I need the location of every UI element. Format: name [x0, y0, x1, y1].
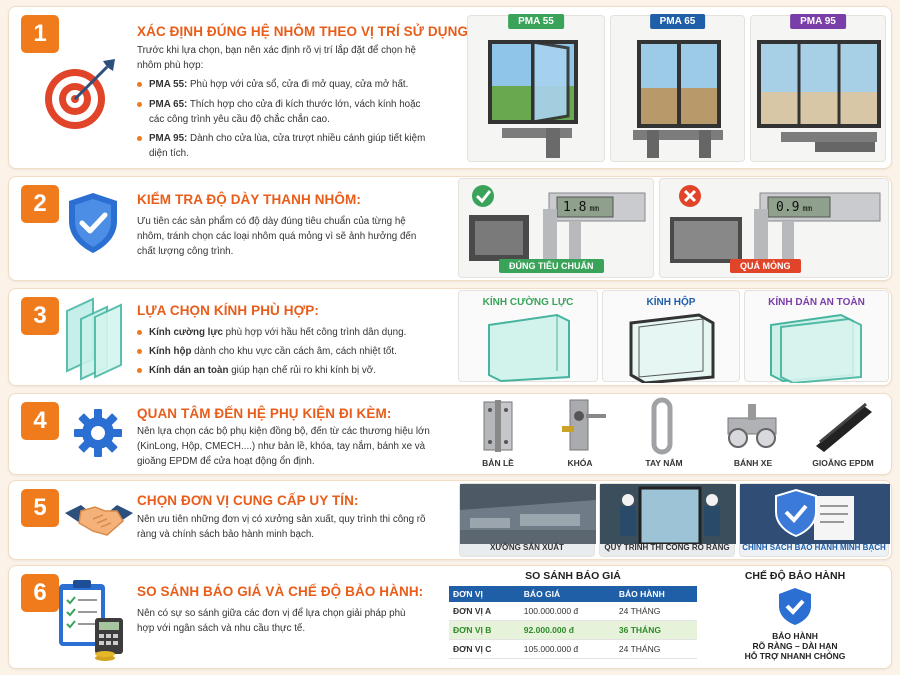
section-5: 5 CHỌN ĐƠN VỊ CUNG CẤP UY TÍN: Nên ưu ti…	[8, 480, 892, 560]
price-comparison: SO SÁNH BÁO GIÁ ĐƠN VỊ BÁO GIÁ BẢO HÀNH …	[449, 568, 697, 666]
section-body: Kính cường lực phù hợp với hầu hết công …	[137, 321, 437, 379]
shield-check-icon	[65, 191, 121, 260]
glass-panes-icon	[63, 297, 129, 388]
section-title: XÁC ĐỊNH ĐÚNG HỆ NHÔM THEO VỊ TRÍ SỬ DỤN…	[137, 24, 473, 39]
step-number-6: 6	[21, 574, 59, 612]
pma65-card: PMA 65	[610, 14, 745, 162]
section-body: Nên lựa chọn các bộ phụ kiện đồng bộ, đế…	[137, 426, 430, 468]
table-title: SO SÁNH BÁO GIÁ	[525, 570, 621, 582]
check-icon	[472, 185, 494, 207]
glass-card-insulated: KÍNH HỘP	[602, 290, 740, 383]
warranty-line: HỖ TRỢ NHANH CHÓNG	[744, 651, 846, 662]
section-4: 4 QUAN TÂM ĐẾN HỆ PHỤ KIỆN ĐI KÈM: Nên l…	[8, 393, 892, 475]
warranty-policy-card: CHÍNH SÁCH BẢO HÀNH MINH BẠCH	[739, 483, 890, 557]
step-number-5: 5	[21, 489, 59, 527]
handle-item: TAY NẮM	[624, 396, 704, 472]
section-body: Nên ưu tiên những đơn vị có xưởng sản xu…	[137, 514, 426, 541]
roller-item: BÁNH XE	[710, 396, 796, 472]
warranty-box: CHẾ ĐỘ BẢO HÀNH BẢO HÀNH RÕ RÀNG – DÀI H…	[703, 568, 887, 666]
section-1: 1 XÁC ĐỊNH ĐÚNG HỆ NHÔM THEO VỊ TRÍ SỬ D…	[8, 6, 892, 169]
shield-icon	[775, 488, 817, 538]
pma55-window-image	[488, 40, 578, 158]
handshake-icon	[63, 497, 135, 548]
pma-tag: PMA 55	[508, 14, 564, 29]
section-title: CHỌN ĐƠN VỊ CUNG CẤP UY TÍN:	[137, 493, 359, 508]
section-title: KIỂM TRA ĐỘ DÀY THANH NHÔM:	[137, 192, 361, 207]
list-item: PMA 95: Dành cho cửa lùa, cửa trượt nhiề…	[137, 131, 437, 161]
target-icon	[39, 55, 119, 140]
gear-icon	[73, 408, 123, 463]
section-2: 2 KIỂM TRA ĐỘ DÀY THANH NHÔM: Ưu tiên cá…	[8, 176, 892, 281]
installation-photo: QUY TRÌNH THI CÔNG RÕ RÀNG	[599, 483, 736, 557]
step-number-4: 4	[21, 402, 59, 440]
step-number-3: 3	[21, 297, 59, 335]
section-title: SO SÁNH BÁO GIÁ VÀ CHẾ ĐỘ BẢO HÀNH:	[137, 584, 424, 599]
hardware-strip: BẢN LỀ KHÓA TAY NẮM BÁNH XE	[458, 396, 888, 472]
pma55-card: PMA 55	[467, 14, 605, 162]
section-title: LỰA CHỌN KÍNH PHÙ HỢP:	[137, 303, 319, 318]
glass-card-laminated: KÍNH DÁN AN TOÀN	[744, 290, 889, 383]
glass-card-tempered: KÍNH CƯỜNG LỰC	[458, 290, 598, 383]
pma65-door-image	[633, 40, 723, 158]
pma95-card: PMA 95	[750, 14, 886, 162]
list-item: Kính hộp dành cho khu vực cần cách âm, c…	[137, 344, 437, 359]
warranty-line: RÕ RÀNG – DÀI HẠN	[752, 641, 838, 652]
list-item: Kính cường lực phù hợp với hầu hết công …	[137, 325, 437, 340]
intro-text: Trước khi lựa chọn, bạn nên xác định rõ …	[137, 45, 416, 72]
section-6: 6 SO SÁNH BÁO GIÁ VÀ CHẾ ĐỘ BẢO HÀNH: Nê…	[8, 565, 892, 669]
step-number-1: 1	[21, 15, 59, 53]
shield-check-icon	[779, 588, 811, 625]
lock-item: KHÓA	[540, 396, 620, 472]
step-number-2: 2	[21, 185, 59, 223]
hinge-item: BẢN LỀ	[458, 396, 538, 472]
warranty-line: BẢO HÀNH	[772, 631, 818, 641]
warranty-title: CHẾ ĐỘ BẢO HÀNH	[744, 570, 846, 582]
list-item: PMA 65: Thích hợp cho cửa đi kích thước …	[137, 97, 437, 127]
gasket-item: GIOĂNG EPDM	[798, 396, 888, 472]
pma95-sliding-image	[757, 40, 881, 152]
list-item: PMA 55: Phù hợp với cửa sổ, cửa đi mở qu…	[137, 77, 437, 92]
pma-tag: PMA 65	[649, 14, 706, 29]
status-badge: QUÁ MỎNG	[730, 259, 801, 273]
section-body: Ưu tiên các sản phẩm có độ dày đúng tiêu…	[137, 216, 417, 258]
pma-tag: PMA 95	[790, 14, 846, 29]
section-body: Trước khi lựa chọn, bạn nên xác định rõ …	[137, 43, 437, 161]
section-title: QUAN TÂM ĐẾN HỆ PHỤ KIỆN ĐI KÈM:	[137, 406, 392, 421]
status-badge: ĐÚNG TIÊU CHUẨN	[499, 259, 604, 273]
clipboard-calculator-icon	[51, 576, 131, 667]
factory-photo: XƯỞNG SẢN XUẤT	[459, 483, 596, 557]
section-3: 3 LỰA CHỌN KÍNH PHÙ HỢP: Kính cường lực …	[8, 288, 892, 386]
section-body: Nên có sự so sánh giữa các đơn vị để lựa…	[137, 608, 406, 635]
list-item: Kính dán an toàn giúp hạn chế rủi ro khi…	[137, 363, 437, 378]
